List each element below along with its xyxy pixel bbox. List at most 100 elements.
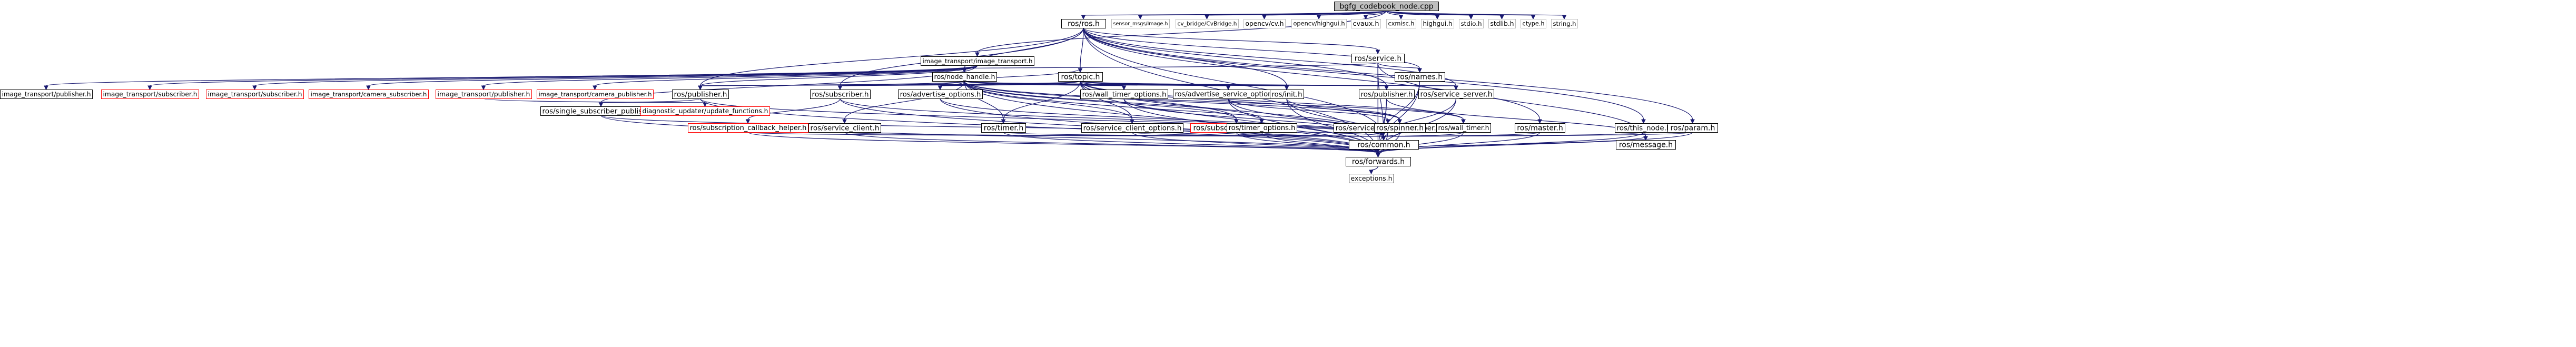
edge-line [1083, 27, 1387, 86]
node-ros-topic-h[interactable]: ros/topic.h [1058, 72, 1103, 82]
arrowhead-icon [1121, 85, 1127, 91]
node-bgfg-codebook-node-cpp[interactable]: bgfg_codebook_node.cpp [1334, 2, 1439, 11]
node-image-transport-publisher-h[interactable]: image_transport/publisher.h [436, 90, 532, 99]
node-ros-master-h[interactable]: ros/master.h [1515, 123, 1565, 133]
edge-line [1264, 10, 1387, 16]
node-sensor-msgs-image-h[interactable]: sensor_msgs/Image.h [1111, 19, 1170, 28]
edge-line [1083, 27, 1644, 120]
node-box [1667, 123, 1718, 133]
node-label: stdlib.h [1491, 20, 1514, 27]
arrowhead-icon [1531, 15, 1536, 20]
node-ros-timer-options-h[interactable]: ros/timer_options.h [1227, 123, 1297, 133]
arrowhead-icon [703, 102, 707, 107]
node-exceptions-h[interactable]: exceptions.h [1349, 174, 1394, 183]
node-box [1351, 54, 1405, 63]
node-ros-timer-h[interactable]: ros/timer.h [981, 123, 1026, 133]
node-box [1061, 19, 1106, 28]
node-box [309, 90, 429, 99]
edge-topic-to-initA [1080, 81, 1289, 91]
node-ros-advertise-service-options-h[interactable]: ros/advertise_service_options.h [1173, 90, 1284, 99]
node-cxmisc-h[interactable]: cxmisc.h [1386, 19, 1416, 28]
node-ros-common-h[interactable]: ros/common.h [1349, 140, 1419, 150]
node-ros-ros-h[interactable]: ros/ros.h [1061, 19, 1106, 28]
node-ros-advertise-options-h[interactable]: ros/advertise_options.h [898, 90, 983, 99]
node-ros-message-h[interactable]: ros/message.h [1616, 140, 1676, 150]
arrowhead-icon [252, 85, 257, 91]
node-ros-forwards-h[interactable]: ros/forwards.h [1346, 157, 1411, 166]
edge-line [594, 65, 978, 86]
node-label: ros/param.h [1671, 124, 1715, 133]
edge-line [844, 81, 965, 120]
node-ros-subscription-callback-helper-h[interactable]: ros/subscription_callback_helper.h [688, 123, 808, 133]
edge-line [1236, 132, 1379, 154]
node-box [206, 90, 304, 99]
node-box [932, 72, 997, 82]
node-ros-service-client-options-h[interactable]: ros/service_client_options.h [1081, 123, 1183, 133]
node-cv-bridge-cvbridge-h[interactable]: cv_bridge/CvBridge.h [1176, 19, 1239, 28]
node-highgui-h[interactable]: highgui.h [1421, 19, 1454, 28]
node-box [1521, 19, 1546, 28]
node-ros-wall-timer-options-h[interactable]: ros/wall_timer_options.h [1080, 90, 1168, 99]
arrowhead-icon [1284, 85, 1289, 91]
node-label: sensor_msgs/Image.h [1113, 21, 1168, 27]
node-ros-node-handle-h[interactable]: ros/node_handle.h [932, 72, 997, 82]
node-box [436, 90, 532, 99]
node-label: cxmisc.h [1388, 20, 1415, 27]
edge-root-to-cvb [1205, 10, 1387, 20]
node-box [898, 90, 983, 99]
edge-line [600, 115, 1379, 154]
node-ros-this-node-h[interactable]: ros/this_node.h [1615, 123, 1673, 133]
arrowhead-icon [1641, 119, 1646, 124]
node-ros-init-h[interactable]: ros/init.h [1270, 90, 1304, 99]
node-ros-wall-timer-h[interactable]: ros/wall_timer.h [1436, 123, 1491, 133]
edge-line [1370, 165, 1379, 171]
edge-service-to-names [1377, 62, 1422, 73]
node-ros-param-h[interactable]: ros/param.h [1667, 123, 1718, 133]
node-ros-subscriber-h[interactable]: ros/subscriber.h [810, 90, 871, 99]
node-label: string.h [1553, 20, 1576, 27]
arrowhead-icon [1435, 15, 1440, 20]
node-opencv-cv-h[interactable]: opencv/cv.h [1243, 19, 1286, 28]
edge-initA-to-spinner [1286, 98, 1402, 124]
edge-rospubB-to-message [1386, 98, 1648, 141]
node-image-transport-publisher-h[interactable]: image_transport/publisher.h [0, 90, 93, 99]
edge-root-to-imgtr [975, 10, 1387, 57]
edge-root-to-cvh [1262, 10, 1387, 20]
node-stdlib-h[interactable]: stdlib.h [1488, 19, 1516, 28]
edge-line [1080, 81, 1400, 120]
node-ros-service-client-h[interactable]: ros/service_client.h [808, 123, 881, 133]
node-ros-publisher-h[interactable]: ros/publisher.h [672, 90, 729, 99]
node-diagnostic-updater-update-functions-h[interactable]: diagnostic_updater/update_functions.h [640, 106, 770, 116]
node-ros-publisher-h[interactable]: ros/publisher.h [1359, 90, 1415, 99]
node-ctype-h[interactable]: ctype.h [1521, 19, 1546, 28]
node-stdio-h[interactable]: stdio.h [1459, 19, 1484, 28]
edge-line [699, 27, 1084, 86]
edge-line [964, 81, 1133, 120]
node-box [921, 56, 1034, 66]
node-image-transport-image-transport-h[interactable]: image_transport/image_transport.h [921, 56, 1034, 66]
node-box [672, 90, 729, 99]
node-opencv-highgui-h[interactable]: opencv/highgui.h [1291, 19, 1347, 28]
node-string-h[interactable]: string.h [1551, 19, 1578, 28]
node-label: image_transport/camera_subscriber.h [311, 91, 427, 98]
node-image-transport-camera-subscriber-h[interactable]: image_transport/camera_subscriber.h [309, 90, 429, 99]
node-box [1058, 72, 1103, 82]
node-image-transport-camera-publisher-h[interactable]: image_transport/camera_publisher.h [537, 90, 654, 99]
node-ros-spinner-h[interactable]: ros/spinner.h [1374, 123, 1426, 133]
node-ros-names-h[interactable]: ros/names.h [1395, 72, 1445, 82]
node-image-transport-subscriber-h[interactable]: image_transport/subscriber.h [206, 90, 304, 99]
edge-line [254, 65, 978, 86]
edge-common-to-forwards [1376, 148, 1384, 158]
node-cvaux-h[interactable]: cvaux.h [1351, 19, 1381, 28]
node-ros-service-h[interactable]: ros/service.h [1351, 54, 1405, 63]
edge-line [1083, 27, 1541, 120]
node-label: ros/wall_timer_options.h [1082, 91, 1167, 99]
arrowhead-icon [44, 85, 48, 91]
node-image-transport-subscriber-h[interactable]: image_transport/subscriber.h [101, 90, 199, 99]
node-label: diagnostic_updater/update_functions.h [643, 107, 768, 115]
edge-root-to-highgui_cv [1316, 10, 1387, 20]
node-ros-service-server-h[interactable]: ros/service_server.h [1418, 90, 1494, 99]
node-label: ros/message.h [1619, 141, 1673, 150]
edge-line [844, 132, 1379, 154]
